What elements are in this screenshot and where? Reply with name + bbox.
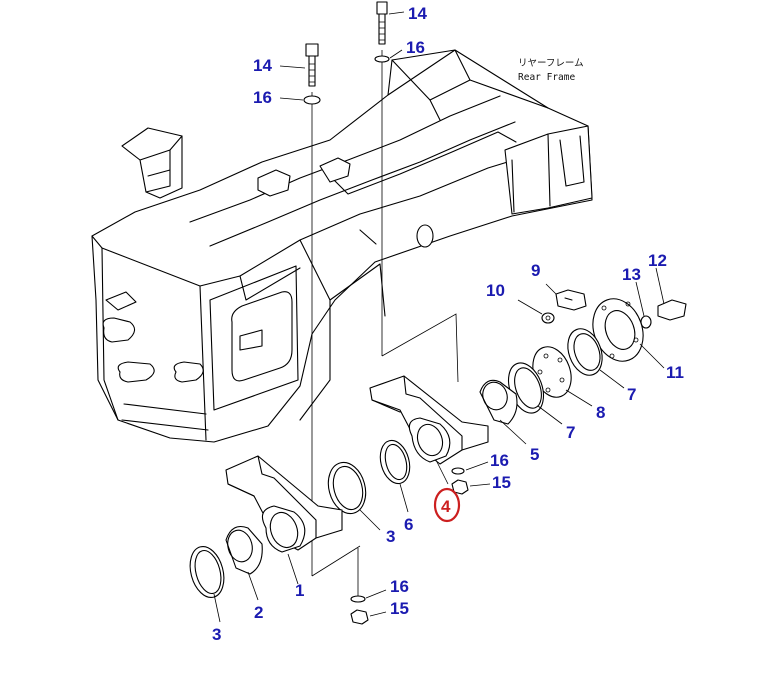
- callout-12[interactable]: 12: [648, 251, 667, 270]
- callout-1[interactable]: 1: [295, 581, 304, 600]
- title-english: Rear Frame: [518, 72, 575, 83]
- cover-plate-11: [592, 298, 665, 369]
- bolt-12: [655, 267, 687, 321]
- washer-16-upper-left: [279, 95, 321, 105]
- callout-7-right[interactable]: 7: [627, 385, 636, 404]
- ring-7-right: [567, 328, 625, 389]
- callout-16-lower[interactable]: 16: [390, 577, 409, 596]
- washer-16-right: [451, 461, 489, 475]
- callout-13[interactable]: 13: [622, 265, 641, 284]
- callout-16-top-right[interactable]: 16: [406, 38, 425, 57]
- bracket-1: [225, 455, 343, 585]
- washer-10: [517, 299, 555, 324]
- callout-16-top-left[interactable]: 16: [253, 88, 272, 107]
- callout-11[interactable]: 11: [666, 363, 684, 382]
- ring-3-left: [189, 545, 225, 623]
- bolt-9: [545, 283, 587, 311]
- callout-4-highlight[interactable]: 4: [433, 487, 461, 523]
- callout-10[interactable]: 10: [486, 281, 505, 300]
- callout-3-left[interactable]: 3: [212, 625, 221, 644]
- title-japanese: リヤーフレーム: [518, 58, 584, 69]
- callout-16-right[interactable]: 16: [490, 451, 509, 470]
- callout-14-top-left[interactable]: 14: [253, 56, 272, 75]
- nut-15-lower: [350, 609, 387, 625]
- callout-7-middle[interactable]: 7: [566, 423, 575, 442]
- callout-14-top-right[interactable]: 14: [408, 4, 427, 23]
- bolt-14-upper-right: [376, 1, 405, 45]
- callout-2[interactable]: 2: [254, 603, 263, 622]
- callout-15-right[interactable]: 15: [492, 473, 511, 492]
- washer-16-upper-right: [374, 49, 403, 63]
- callout-5[interactable]: 5: [530, 445, 539, 464]
- nut-15-right: [451, 479, 491, 495]
- bracket-4: [369, 375, 489, 485]
- callout-8[interactable]: 8: [596, 403, 605, 422]
- rear-frame-drawing: [91, 49, 593, 596]
- ring-6: [379, 439, 411, 513]
- callout-6[interactable]: 6: [404, 515, 413, 534]
- bolt-14-upper-left: [279, 43, 319, 87]
- callout-4[interactable]: 4: [441, 497, 451, 516]
- bushing-2: [225, 525, 263, 601]
- washer-16-lower: [350, 589, 387, 603]
- callout-9[interactable]: 9: [531, 261, 540, 280]
- plate-8: [532, 346, 593, 407]
- callout-3-right[interactable]: 3: [386, 527, 395, 546]
- ring-3-right: [327, 461, 381, 531]
- callout-15-lower[interactable]: 15: [390, 599, 409, 618]
- bushing-5: [479, 379, 527, 445]
